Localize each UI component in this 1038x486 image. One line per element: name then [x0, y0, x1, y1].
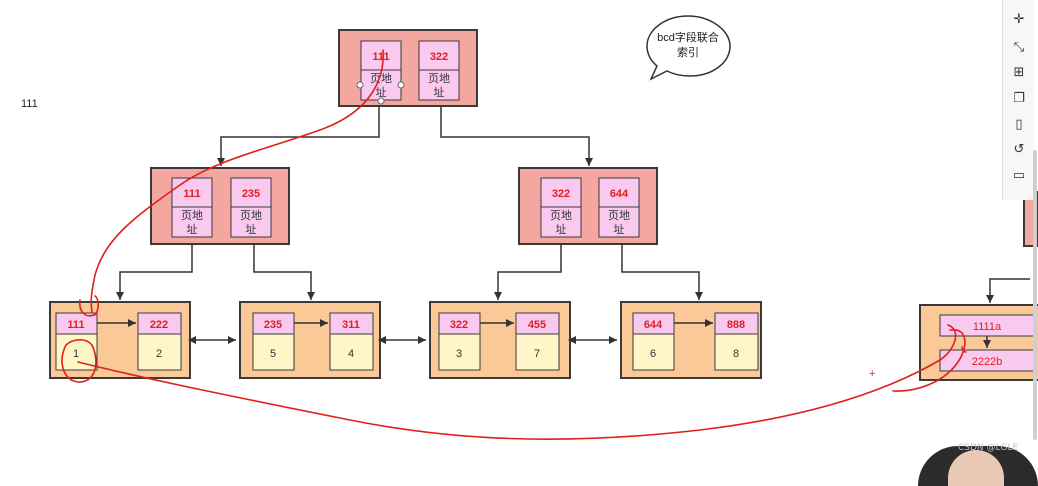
- selection-handle: [397, 81, 405, 89]
- leaf-node-1: 235 5 311 4: [239, 301, 381, 379]
- internal-right-key-0: 322: [552, 188, 570, 200]
- callout-line1: bcd字段联合: [657, 30, 719, 44]
- addr-line2: 址: [187, 222, 198, 236]
- b-plus-tree-diagram: 111 页地 址 322 页地 址 111 页地 址 235 页地 址: [49, 15, 1038, 440]
- selection-handle: [377, 97, 385, 105]
- leaf-0-value-1: 2: [156, 348, 162, 360]
- add-frame-icon[interactable]: ⊞: [1013, 64, 1025, 80]
- internal-connectors: [116, 244, 703, 300]
- annotation-plus: +: [869, 368, 875, 380]
- leaf-1-value-0: 5: [270, 348, 276, 360]
- secondary-row-0: 1111a: [973, 321, 1002, 333]
- side-label: 111: [21, 98, 38, 110]
- drawing-toolbar: ✛ ⤡ ⊞ ❐ ▯ ↺ ▭: [1002, 0, 1033, 200]
- leaf-node-0: 111 1 222 2: [49, 301, 191, 379]
- leaf-2-key-1: 455: [528, 319, 546, 331]
- leaf-3-key-1: 888: [727, 319, 745, 331]
- callout-bubble: bcd字段联合 索引: [646, 15, 731, 81]
- leaf-0-key-0: 111: [67, 319, 84, 331]
- history-icon[interactable]: ↺: [1013, 141, 1025, 157]
- leaf-1-key-0: 235: [264, 319, 282, 331]
- selection-handle: [356, 81, 364, 89]
- addr-line2: 址: [556, 222, 567, 236]
- leaf-node-3: 644 6 888 8: [620, 301, 762, 379]
- pages-icon[interactable]: ❐: [1013, 90, 1025, 106]
- internal-left-key-1: 235: [242, 188, 260, 200]
- crosshair-icon[interactable]: ✛: [1013, 11, 1025, 27]
- leaf-0-value-0: 1: [73, 348, 79, 360]
- internal-left-key-0: 111: [183, 188, 200, 200]
- vertical-scrollbar[interactable]: [1033, 150, 1037, 440]
- leaf-3-value-1: 8: [733, 348, 739, 360]
- secondary-index-node: 1111a 2222b: [919, 278, 1038, 381]
- addr-line1: 页地: [550, 209, 572, 222]
- root-addr-0-line1: 页地: [370, 72, 392, 85]
- root-key-1: 322 页地 址: [418, 40, 460, 101]
- callout-line2: 索引: [677, 45, 699, 59]
- leaf-3-key-0: 644: [644, 319, 663, 331]
- resize-icon[interactable]: ⤡: [1013, 39, 1025, 55]
- addr-line1: 页地: [608, 209, 630, 222]
- root-addr-0-line2: 址: [376, 85, 387, 99]
- internal-node-right: 322 页地 址 644 页地 址: [518, 167, 658, 245]
- root-connectors: [217, 106, 593, 166]
- addr-line2: 址: [614, 222, 625, 236]
- secondary-row-1: 2222b: [972, 356, 1003, 368]
- leaf-node-2: 322 3 455 7: [429, 301, 571, 379]
- leaf-2-value-1: 7: [534, 348, 540, 360]
- internal-right-key-1: 644: [610, 188, 629, 200]
- internal-node-left: 111 页地 址 235 页地 址: [150, 167, 290, 245]
- leaf-1-value-1: 4: [348, 348, 354, 360]
- root-addr-1-line1: 页地: [428, 72, 450, 85]
- watermark: CSDN @LGLE: [958, 443, 1019, 453]
- addr-line1: 页地: [181, 209, 203, 222]
- leaf-2-key-0: 322: [450, 319, 468, 331]
- red-annotation-strokes: [61, 49, 967, 440]
- leaf-0-key-1: 222: [150, 319, 168, 331]
- comment-icon[interactable]: ▭: [1012, 167, 1026, 183]
- blank-page-icon[interactable]: ▯: [1015, 116, 1023, 132]
- leaf-2-value-0: 3: [456, 348, 462, 360]
- addr-line1: 页地: [240, 209, 262, 222]
- addr-line2: 址: [246, 222, 257, 236]
- root-addr-1-line2: 址: [434, 85, 445, 99]
- leaf-1-key-1: 311: [342, 319, 360, 331]
- root-key-1-label: 322: [430, 51, 448, 63]
- root-node: 111 页地 址 322 页地 址: [338, 29, 478, 107]
- leaf-3-value-0: 6: [650, 348, 656, 360]
- root-key-0-label: 111: [372, 51, 389, 63]
